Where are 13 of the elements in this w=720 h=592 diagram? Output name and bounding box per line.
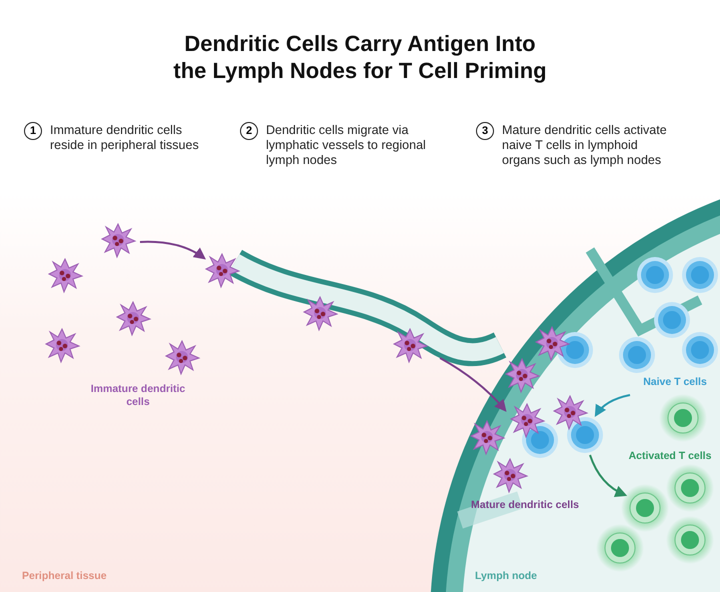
cell-label: Activated T cells [628,450,712,463]
cell-label: Immature dendritic cells [90,383,186,409]
step-description: Immature dendritic cells reside in peripheral tissues [50,123,200,153]
step-number: 2 [240,122,258,140]
region-label: Lymph node [475,570,538,583]
step-description: Mature dendritic cells activate naive T cells in lymphoid organs such as lymph nodes [502,123,668,168]
step-number: 3 [476,122,494,140]
step-description: Dendritic cells migrate via lymphatic vessels to regional lymph nodes [266,123,427,168]
step-number: 1 [24,122,42,140]
cell-label: Mature dendritic cells [470,499,580,512]
region-label: Peripheral tissue [22,570,108,583]
cell-label: Naive T cells [642,376,708,389]
title: Dendritic Cells Carry Antigen Into the Lymph Nodes for T Cell Priming [172,30,548,84]
